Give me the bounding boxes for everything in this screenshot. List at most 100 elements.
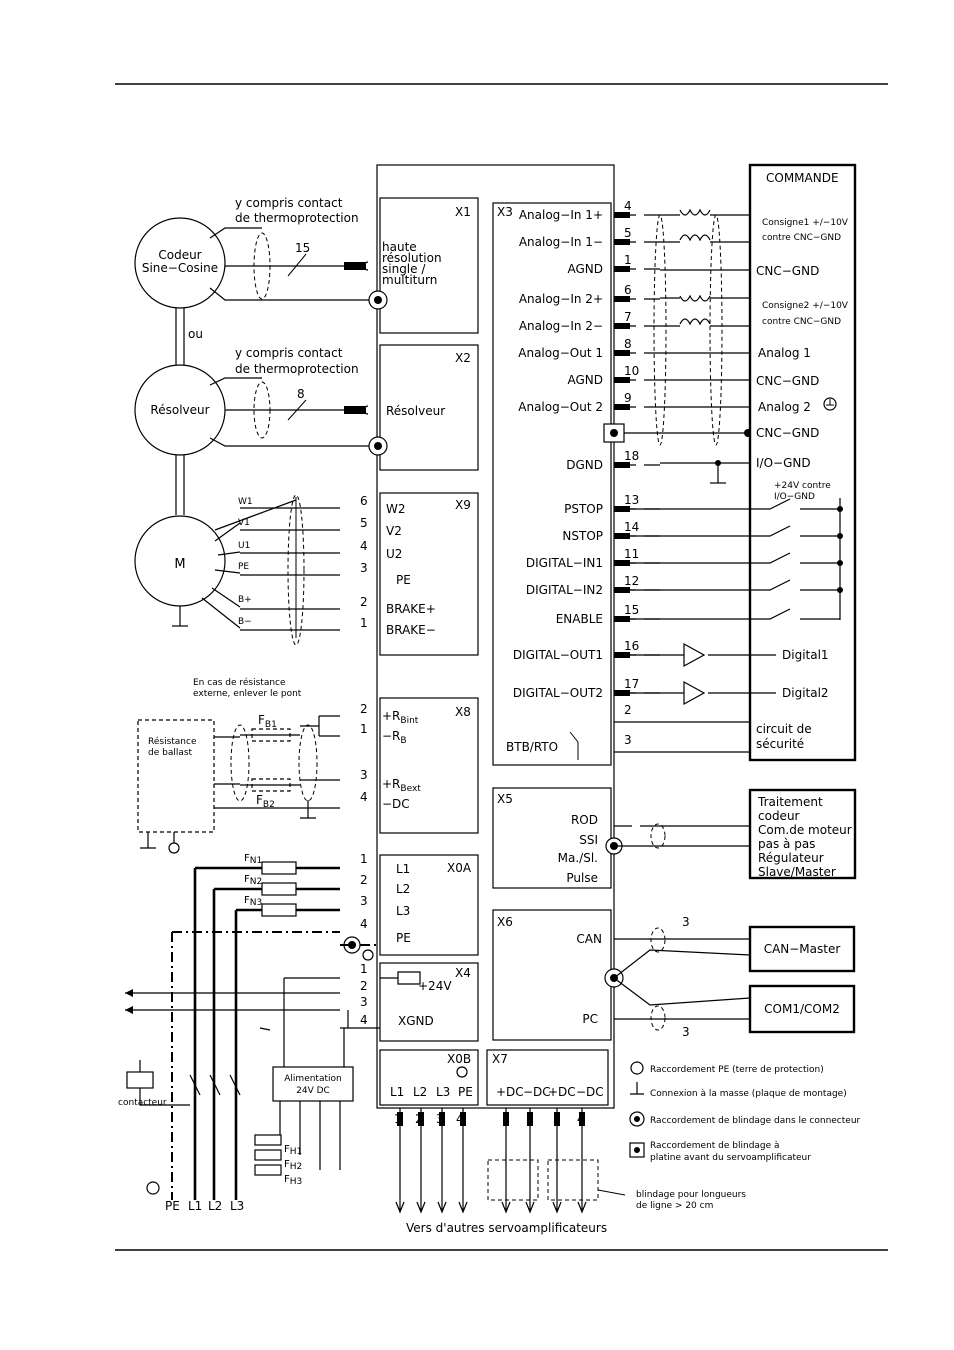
- supply-1: Alimentation: [284, 1074, 341, 1084]
- codeur-label-1: Codeur: [158, 248, 201, 262]
- contre1: contre CNC−GND: [762, 233, 841, 243]
- contre2: contre CNC−GND: [762, 317, 841, 327]
- x4-pin-4: 4: [360, 1013, 368, 1027]
- x9-label-pe: PE: [396, 573, 411, 587]
- x5-ssi: SSI: [579, 833, 598, 847]
- com-label: COM1/COM2: [764, 1002, 840, 1016]
- x1-line-1: haute: [382, 240, 417, 254]
- x8-pin-2: 2: [360, 702, 368, 716]
- x3-signal-label: AGND: [567, 373, 603, 387]
- x5-target-5: Régulateur: [758, 851, 824, 865]
- x3-signal-label: NSTOP: [562, 529, 603, 543]
- x1-line-4: multiturn: [382, 273, 437, 287]
- encoder-wire-count: 15: [295, 241, 310, 255]
- x3-pin-contact: [614, 462, 630, 468]
- x1-line-3: single /: [382, 262, 426, 276]
- contacteur-label: contacteur: [118, 1098, 167, 1108]
- output-pin-contact: [397, 1112, 403, 1126]
- plus24-contre: +24V contre: [774, 481, 831, 491]
- x7-pin-2: 2: [526, 1112, 534, 1126]
- x0a-pin-4: 4: [360, 917, 368, 931]
- legend-2: Connexion à la masse (plaque de montage): [650, 1089, 847, 1099]
- io-gnd: I/O−GND: [756, 456, 811, 470]
- x3-pin-number: 15: [624, 603, 639, 617]
- com-box: [748, 984, 856, 1034]
- legend: [629, 1061, 645, 1158]
- x6-pc: PC: [582, 1012, 598, 1026]
- x0b-pin-4: 4: [456, 1112, 464, 1126]
- shield-note-2: de ligne > 20 cm: [636, 1201, 713, 1211]
- digital-input-switches: [614, 460, 843, 706]
- x0b-pin-1: 1: [394, 1112, 402, 1126]
- fuse-h3: FH3: [284, 1174, 302, 1187]
- ballast-1: Résistance: [148, 736, 197, 747]
- x8-note-1: En cas de résistance: [193, 677, 286, 688]
- x3-signal-label: Analog−In 2+: [519, 292, 603, 306]
- x0b-pe: PE: [458, 1085, 473, 1099]
- x3-signal-label: AGND: [567, 262, 603, 276]
- output-pin-contact: [503, 1112, 509, 1126]
- output-pin-contact: [460, 1112, 466, 1126]
- consigne2: Consigne2 +/−10V: [762, 301, 849, 311]
- x4-xgnd: XGND: [398, 1014, 434, 1028]
- x0b-l2: L2: [413, 1085, 427, 1099]
- thermo-note-2: de thermoprotection: [235, 211, 359, 225]
- ballast-resistor-box: [137, 719, 215, 833]
- resolver-note-1: y compris contact: [235, 346, 343, 360]
- commande-title: COMMANDE: [766, 171, 839, 185]
- x9-label-v2: V2: [386, 524, 402, 538]
- x5-target-1: Traitement: [757, 795, 823, 809]
- resolver-circle-label: Résolveur: [150, 403, 209, 417]
- x5-rod: ROD: [571, 813, 598, 827]
- x0b-id: X0B: [447, 1052, 471, 1066]
- legend-5: platine avant du servoamplificateur: [650, 1153, 811, 1163]
- x6-count-1: 3: [682, 915, 690, 929]
- x3-pin-number: 18: [624, 449, 639, 463]
- ou-label: ou: [188, 327, 203, 341]
- x3-pin-contact: [614, 239, 630, 245]
- ballast-2: de ballast: [148, 748, 193, 758]
- motor-wire-u1: U1: [238, 541, 250, 551]
- legend-1: Raccordement PE (terre de protection): [650, 1065, 824, 1075]
- x1-block: [379, 197, 479, 334]
- mains-l2: L2: [208, 1199, 222, 1213]
- x4-id: X4: [455, 966, 471, 980]
- x8-block: [379, 697, 479, 834]
- x3-pin-number: 9: [624, 391, 632, 405]
- x9-label-w2: W2: [386, 502, 406, 516]
- x7-id: X7: [492, 1052, 508, 1066]
- motor-label: M: [174, 557, 185, 572]
- fuse-n1: FN1: [244, 853, 262, 866]
- analog-twisted-pairs: [603, 208, 752, 446]
- x4-plus24: +24V: [418, 979, 452, 993]
- safety-2: sécurité: [756, 737, 804, 751]
- x3-pin-number: 17: [624, 677, 639, 691]
- x3-signal-label: Analog−In 2−: [519, 319, 603, 333]
- x9-id: X9: [455, 498, 471, 512]
- x9-pin-6: 6: [360, 494, 368, 508]
- legend-3: Raccordement de blindage dans le connect…: [650, 1116, 861, 1126]
- x1-id: X1: [455, 205, 471, 219]
- x2-id: X2: [455, 351, 471, 365]
- fuse-h1: FH1: [284, 1144, 302, 1157]
- x9-pin-3: 3: [360, 561, 368, 575]
- fb1-label: FB1: [258, 713, 277, 730]
- shield-note-1: blindage pour longueurs: [636, 1190, 746, 1200]
- x9-block: [379, 492, 479, 656]
- x3-signal-label: DIGITAL−OUT1: [513, 648, 603, 662]
- x8-note-2: externe, enlever le pont: [193, 689, 302, 699]
- output-pin-contact: [418, 1112, 424, 1126]
- x8-pin-3: 3: [360, 768, 368, 782]
- output-pin-contact: [554, 1112, 560, 1126]
- resolver-note-2: de thermoprotection: [235, 362, 359, 376]
- x9-pin-2: 2: [360, 595, 368, 609]
- x6-id: X6: [497, 915, 513, 929]
- x9-pin-5: 5: [360, 516, 368, 530]
- x5-target-2: codeur: [758, 809, 800, 823]
- x5-target-box: [748, 788, 857, 880]
- x5-target-3: Com.de moteur: [758, 823, 852, 837]
- x0a-pin-2: 2: [360, 873, 368, 887]
- x3-id: X3: [497, 205, 513, 219]
- x9-label-brake-minus: BRAKE−: [386, 623, 436, 637]
